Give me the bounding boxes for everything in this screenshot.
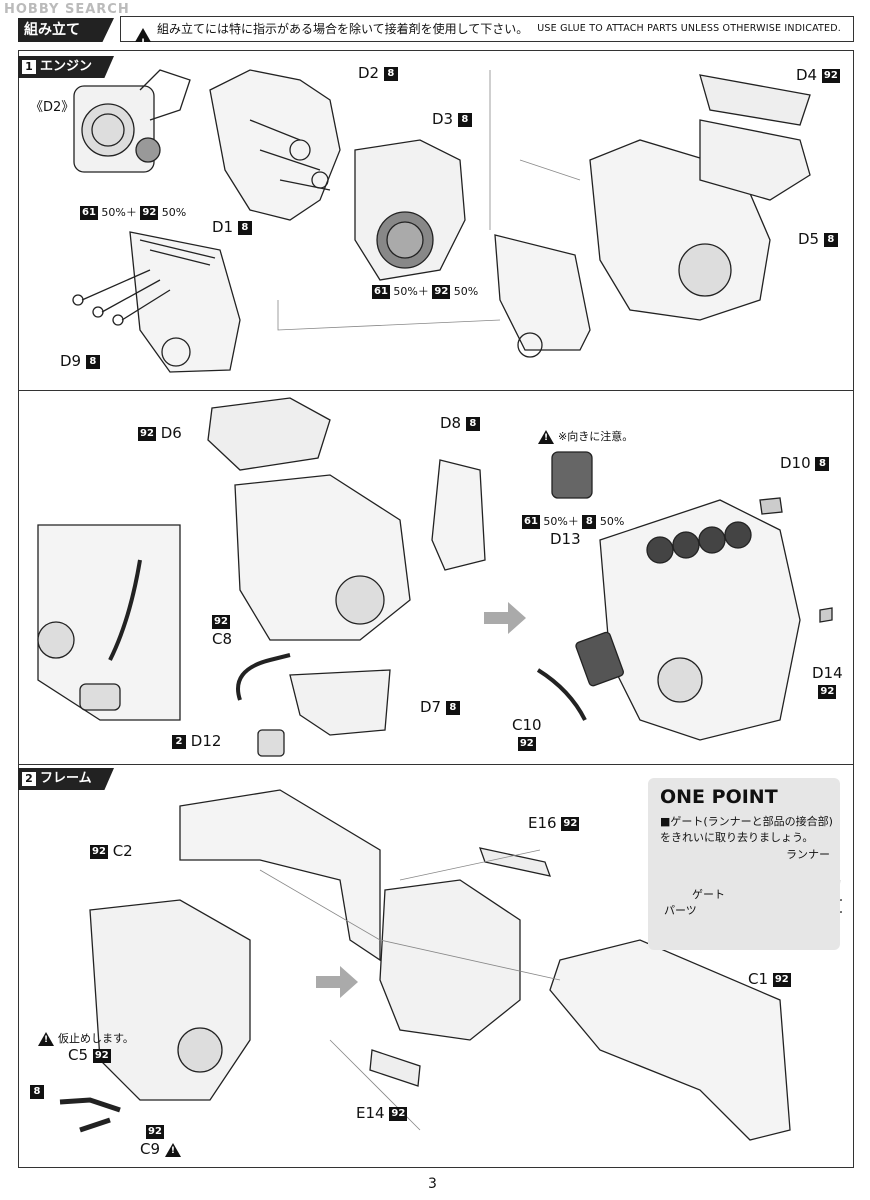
paint-color-code: 61 bbox=[80, 206, 98, 220]
paint-color-code: 92 bbox=[561, 816, 580, 831]
section-2-number: 2 bbox=[22, 772, 36, 786]
engine-assembly-1-drawing bbox=[494, 74, 811, 358]
warning-icon bbox=[135, 22, 155, 55]
engine-assembly-2-drawing bbox=[207, 397, 486, 757]
paint-color-code: 92 bbox=[772, 972, 791, 987]
paint-color-code: 92 bbox=[146, 1124, 164, 1139]
paint-color-code: 8 bbox=[823, 232, 838, 247]
d3-case-drawing bbox=[354, 139, 466, 281]
part-label-d9: D9 8 bbox=[60, 352, 100, 370]
paint-color-code: 92 bbox=[92, 1048, 111, 1063]
paint-92-tag: 92 bbox=[146, 1122, 164, 1140]
part-label-d6: 92 D6 bbox=[138, 424, 182, 442]
arrow-right-icon-2 bbox=[316, 966, 358, 998]
paint-8-tag: 8 bbox=[30, 1082, 44, 1100]
watermark: HOBBY SEARCH bbox=[4, 2, 130, 17]
d2-crankcase-drawing bbox=[209, 69, 341, 221]
paint-color-code: 8 bbox=[85, 354, 100, 369]
part-label-e16: E16 92 bbox=[528, 814, 580, 832]
page-number: 3 bbox=[428, 1176, 437, 1192]
paint-color-code: 92 bbox=[432, 285, 451, 299]
d1-case-drawing bbox=[72, 231, 241, 373]
arrow-right-icon bbox=[484, 602, 526, 634]
d2-subassembly-drawing bbox=[73, 69, 191, 173]
part-label-c9: C9 bbox=[140, 1140, 185, 1158]
paint-color-code: 92 bbox=[517, 736, 536, 751]
paint-percent: 50% bbox=[161, 206, 187, 219]
part-label-d4: D4 92 bbox=[796, 66, 840, 84]
paint-color-code: 61 bbox=[522, 515, 540, 529]
glue-notice-en: USE GLUE TO ATTACH PARTS UNLESS OTHERWIS… bbox=[537, 23, 841, 34]
paint-color-code: 92 bbox=[212, 614, 230, 629]
part-label-c2: 92 C2 bbox=[90, 842, 133, 860]
part-label-c1: C1 92 bbox=[748, 970, 791, 988]
part-label-d5: D5 8 bbox=[798, 230, 838, 248]
part-label-d12: 2 D12 bbox=[172, 732, 221, 750]
part-label-d1: D1 8 bbox=[212, 218, 252, 236]
one-point-title: ONE POINT bbox=[660, 786, 778, 808]
gate-label: ゲート bbox=[692, 888, 725, 901]
paint-color-code: 8 bbox=[445, 700, 460, 715]
instruction-frame bbox=[18, 50, 854, 1168]
part-label-c5: C5 92 bbox=[68, 1046, 111, 1064]
frame-assembly-drawing bbox=[59, 789, 791, 1141]
paint-color-code: 8 bbox=[457, 112, 472, 127]
part-label-d10: D10 8 bbox=[780, 454, 830, 472]
glue-notice-jp: 組み立てには特に指示がある場合を除いて接着剤を使用して下さい。 bbox=[157, 22, 529, 36]
orientation-caution: ※向きに注意。 bbox=[538, 428, 633, 444]
paint-color-code: 8 bbox=[815, 456, 830, 471]
paint-percent: 50%＋ bbox=[393, 285, 429, 298]
engine-detail-left-drawing bbox=[37, 524, 181, 721]
paint-color-code: 8 bbox=[383, 66, 398, 81]
one-point-box bbox=[648, 778, 840, 950]
glue-notice: 組み立てには特に指示がある場合を除いて接着剤を使用して下さい。 USE GLUE… bbox=[120, 16, 854, 55]
part-label-d13: D13 bbox=[550, 530, 581, 548]
paint-mix-a: 61 50%＋ 92 50% bbox=[80, 204, 186, 220]
part-label: パーツ bbox=[664, 904, 697, 917]
paint-color-code: 92 bbox=[140, 206, 159, 220]
paint-color-code: 8 bbox=[582, 515, 597, 529]
divider-1 bbox=[18, 390, 854, 391]
section-2-title: フレーム bbox=[40, 771, 92, 786]
paint-color-code: 8 bbox=[465, 416, 480, 431]
runner-label: ランナー bbox=[786, 848, 830, 861]
divider-2 bbox=[18, 764, 854, 765]
d2-reference: 《D2》 bbox=[30, 100, 75, 115]
paint-color-code: 92 bbox=[138, 426, 156, 441]
part-label-d2: D2 8 bbox=[358, 64, 398, 82]
paint-color-code: 92 bbox=[90, 844, 108, 859]
part-label-d7: D7 8 bbox=[420, 698, 460, 716]
paint-mix-c: 61 50%＋ 8 50% bbox=[522, 513, 624, 529]
paint-color-code: 92 bbox=[818, 684, 837, 699]
assembly-title: 組み立て bbox=[18, 18, 114, 42]
section-1-title: エンジン bbox=[40, 59, 93, 74]
part-label-d8: D8 8 bbox=[440, 414, 480, 432]
paint-color-code: 61 bbox=[372, 285, 390, 299]
paint-color-code: 2 bbox=[172, 734, 186, 749]
paint-percent: 50% bbox=[599, 515, 625, 528]
engine-assembly-3-drawing bbox=[536, 451, 833, 741]
paint-mix-b: 61 50%＋ 92 50% bbox=[372, 283, 478, 299]
paint-color-code: 8 bbox=[237, 220, 252, 235]
one-point-text: ■ゲート(ランナーと部品の接合部)をきれいに取り去りましょう。 bbox=[660, 815, 833, 844]
paint-percent: 50%＋ bbox=[543, 515, 579, 528]
section-1-number: 1 bbox=[22, 60, 36, 74]
part-label-d3: D3 8 bbox=[432, 110, 472, 128]
part-label-e14: E14 92 bbox=[356, 1104, 408, 1122]
tack-note: 仮止めします。 bbox=[38, 1030, 134, 1046]
paint-color-code: 8 bbox=[30, 1084, 44, 1099]
paint-percent: 50% bbox=[453, 285, 479, 298]
section-2-tab: 2 フレーム bbox=[18, 768, 114, 790]
paint-color-code: 92 bbox=[821, 68, 840, 83]
paint-percent: 50%＋ bbox=[101, 206, 137, 219]
section-1-tab: 1 エンジン bbox=[18, 56, 114, 78]
paint-color-code: 92 bbox=[389, 1106, 408, 1121]
